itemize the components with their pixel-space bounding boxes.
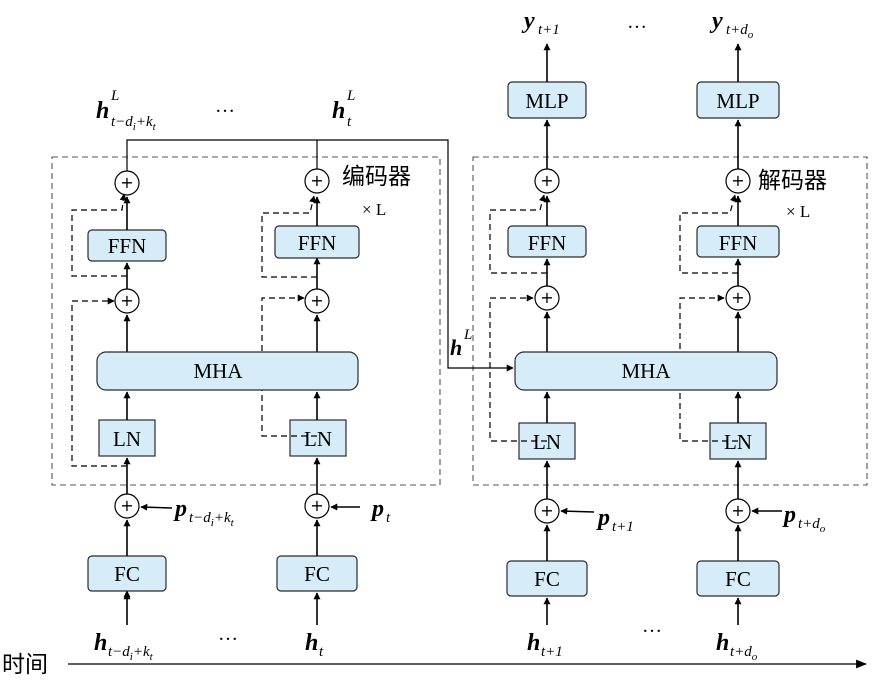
svg-text:t: t (347, 114, 352, 130)
svg-text:t: t (319, 644, 324, 660)
svg-text:t−di+kt: t−di+kt (189, 510, 235, 529)
output-label-1: y t+1 (521, 8, 560, 38)
input-label-4: h t+do (716, 630, 758, 663)
svg-text:h: h (94, 630, 107, 656)
position-label-3: p t+1 (596, 505, 634, 535)
ffn-label: FFN (528, 231, 567, 255)
svg-text:h: h (305, 630, 318, 656)
time-label: 时间 (2, 652, 48, 678)
fc-label: FC (725, 567, 751, 591)
svg-text:h: h (716, 630, 729, 656)
ellipsis: … (218, 623, 238, 645)
plus-sign: + (120, 496, 133, 515)
ln-label: LN (304, 427, 332, 451)
input-label-2: h t (305, 630, 324, 660)
plus-sign: + (540, 171, 553, 190)
mha-label: MHA (193, 359, 243, 383)
plus-sign: + (540, 501, 553, 520)
ln-box-enc-1 (98, 419, 156, 457)
h-l-label: h (450, 335, 462, 360)
plus-sign: + (731, 501, 744, 520)
svg-text:t+1: t+1 (541, 644, 563, 660)
svg-text:y: y (709, 8, 723, 34)
svg-text:t+1: t+1 (612, 519, 634, 535)
encoder-times-l: × L (362, 200, 386, 219)
encoder-frame (51, 156, 441, 486)
svg-text:t+do: t+do (730, 644, 758, 663)
decoder-label: 解码器 (758, 168, 827, 194)
encoder-column-1: FC + LN + FFN + (71, 170, 173, 625)
plus-sign: + (310, 496, 323, 515)
svg-text:t+do: t+do (726, 22, 754, 41)
mha-label: MHA (621, 359, 671, 383)
decoder-column-1: FC + LN + FFN + MLP (489, 43, 595, 625)
input-label-3: h t+1 (527, 630, 563, 660)
decoder-frame (472, 156, 868, 486)
ln-label: LN (724, 430, 752, 454)
mha-box-encoder (96, 351, 359, 391)
decoder-times-l: × L (786, 202, 810, 221)
ffn-label: FFN (108, 234, 147, 258)
fc-label: FC (114, 562, 140, 586)
ln-box-enc-2 (289, 419, 347, 457)
plus-sign: + (310, 291, 323, 310)
svg-text:p: p (596, 505, 610, 531)
svg-text:y: y (521, 8, 535, 34)
svg-text:t+do: t+do (798, 516, 826, 535)
position-label-4: p t+do (782, 502, 826, 535)
mlp-label: MLP (525, 89, 568, 113)
svg-text:p: p (370, 496, 384, 522)
plus-sign: + (120, 291, 133, 310)
mha-box-decoder (514, 351, 778, 391)
svg-text:h: h (332, 98, 345, 124)
svg-text:t−di+kt: t−di+kt (108, 644, 154, 663)
svg-text:t+1: t+1 (538, 22, 560, 38)
plus-sign: + (731, 171, 744, 190)
svg-text:L: L (346, 88, 355, 104)
ellipsis: … (215, 95, 235, 117)
svg-text:t−di+kt: t−di+kt (111, 114, 157, 133)
svg-text:t: t (386, 510, 391, 526)
encoder-to-decoder-connection (126, 139, 514, 372)
ffn-label: FFN (298, 231, 337, 255)
svg-text:L: L (110, 88, 119, 104)
input-label-1: h t−di+kt (94, 630, 154, 663)
fc-label: FC (304, 562, 330, 586)
ln-label: LN (113, 427, 141, 451)
position-label-1: p t−di+kt (173, 496, 235, 529)
encoder-output-label-2: h L t (332, 88, 355, 130)
encoder-label: 编码器 (342, 164, 411, 190)
plus-sign: + (540, 288, 553, 307)
svg-text:h: h (96, 98, 109, 124)
svg-text:h: h (527, 630, 540, 656)
svg-text:p: p (782, 502, 796, 528)
svg-text:p: p (173, 496, 187, 522)
h-l-sup: L (463, 327, 472, 343)
plus-sign: + (120, 173, 133, 192)
encoder-column-2: FC + LN + FFN + (261, 168, 360, 625)
mlp-label: MLP (716, 89, 759, 113)
ln-label: LN (533, 430, 561, 454)
ellipsis: … (627, 11, 647, 33)
position-label-2: p t (370, 496, 391, 526)
output-label-2: y t+do (709, 8, 754, 41)
plus-sign: + (310, 171, 323, 190)
encoder-output-label-1: h L t−di+kt (96, 88, 157, 133)
fc-label: FC (534, 567, 560, 591)
decoder-column-2: FC + LN + FFN + MLP (679, 43, 782, 625)
plus-sign: + (731, 288, 744, 307)
ffn-label: FFN (719, 231, 758, 255)
ellipsis: … (642, 615, 662, 637)
